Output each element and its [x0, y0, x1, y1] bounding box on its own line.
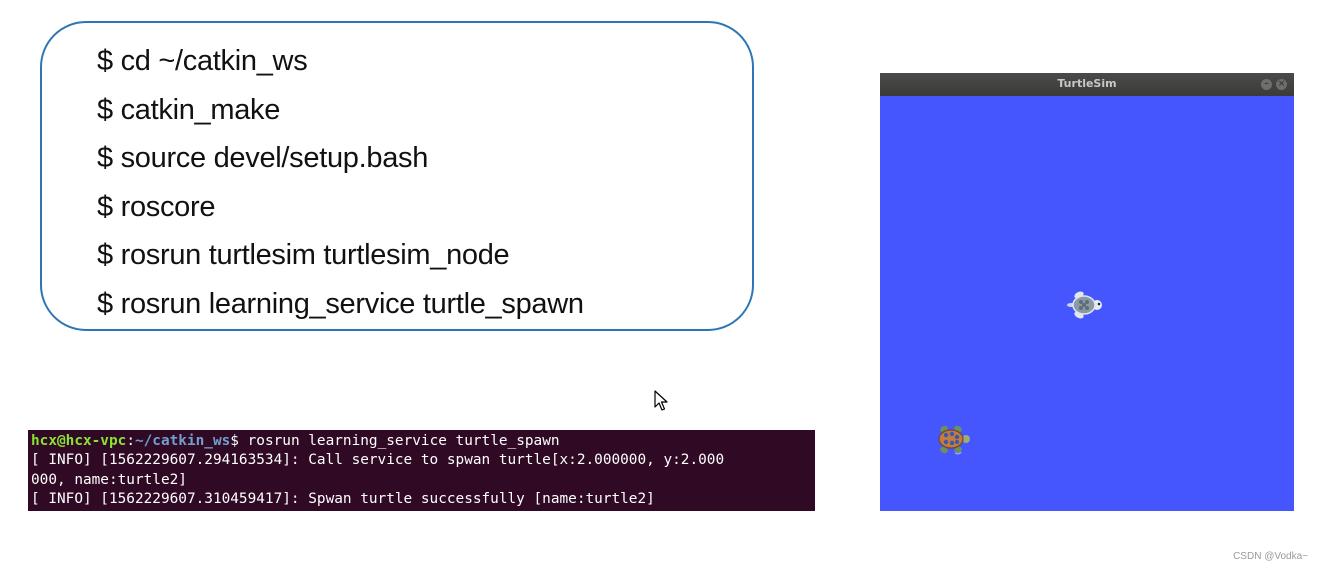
cursor-icon: [654, 390, 668, 411]
terminal-log-line: [ INFO] [1562229607.310459417]: Spwan tu…: [31, 490, 655, 507]
prompt-user: hcx@hcx-vpc: [31, 433, 127, 449]
prompt-separator: :: [126, 433, 135, 449]
terminal-log-line: 000, name:turtle2]: [31, 471, 187, 488]
close-glyph: ×: [1277, 79, 1286, 89]
turtlesim-window[interactable]: TurtleSim – ×: [880, 73, 1294, 511]
terminal-log-line: [ INFO] [1562229607.294163534]: Call ser…: [31, 452, 725, 469]
command-line: $ source devel/setup.bash: [97, 142, 429, 175]
terminal-prompt-line: hcx@hcx-vpc:~/catkin_ws$ rosrun learning…: [28, 432, 815, 451]
command-line: $ catkin_make: [97, 93, 281, 126]
command-list: $ cd ~/catkin_ws $ catkin_make $ source …: [97, 41, 584, 333]
minimize-glyph: –: [1264, 79, 1269, 89]
window-title: TurtleSim: [1057, 77, 1117, 90]
watermark: CSDN @Vodka~: [1233, 551, 1308, 562]
command-box: $ cd ~/catkin_ws $ catkin_make $ source …: [40, 21, 754, 331]
command-line: $ roscore: [97, 190, 216, 223]
minimize-icon[interactable]: –: [1261, 79, 1272, 90]
command-line: $ rosrun turtlesim turtlesim_node: [97, 239, 510, 272]
command-line: $ cd ~/catkin_ws: [97, 45, 308, 77]
turtle-icon: [938, 425, 970, 455]
prompt-command: $ rosrun learning_service turtle_spawn: [230, 433, 560, 449]
command-line: $ rosrun learning_service turtle_spawn: [97, 287, 584, 320]
close-icon[interactable]: ×: [1276, 79, 1287, 90]
prompt-path: ~/catkin_ws: [134, 433, 231, 449]
turtle-icon: [1067, 291, 1102, 319]
terminal-output[interactable]: hcx@hcx-vpc:~/catkin_ws$ rosrun learning…: [28, 430, 815, 511]
turtlesim-titlebar[interactable]: TurtleSim – ×: [880, 73, 1294, 96]
